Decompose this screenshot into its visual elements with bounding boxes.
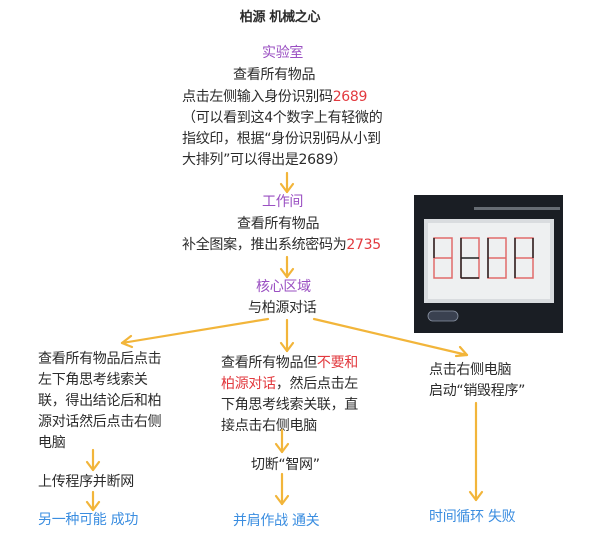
left-branch-line-1: 查看所有物品后点击: [38, 351, 162, 367]
lab-note-2: 指纹印，根据“身份识别码从小到: [182, 131, 381, 147]
seven-segment-puzzle-picture: [414, 195, 563, 333]
arrow-lab-to-workshop: [279, 171, 295, 194]
middle-branch-line-4: 接点击右侧电脑: [221, 418, 317, 434]
arrow-workshop-to-core: [279, 255, 295, 279]
arrow-right-to-result: [468, 401, 484, 502]
middle-line-2-text: ，然后点击左: [275, 376, 359, 392]
middle-line-1-text: 查看所有物品但: [221, 355, 317, 371]
lab-line-1: 查看所有物品: [233, 67, 316, 83]
right-branch-line-1: 点击右侧电脑: [429, 362, 512, 378]
diagram-title: 柏源 机械之心: [239, 10, 321, 25]
arrow-middle-step-to-result: [274, 472, 290, 506]
middle-branch-result: 并肩作战 通关: [233, 513, 320, 529]
workshop-line-2: 补全图案，推出系统密码为2735: [182, 235, 381, 256]
left-branch-result: 另一种可能 成功: [38, 512, 139, 528]
middle-line-1-red: 不要和: [316, 355, 359, 371]
workshop-heading: 工作间: [262, 194, 304, 210]
middle-branch-line-2: 柏源对话，然后点击左: [221, 374, 358, 395]
right-branch-result: 时间循环 失败: [429, 509, 516, 525]
arrow-core-to-left: [120, 317, 270, 349]
lab-note-3: 大排列”可以得出是2689）: [182, 152, 347, 168]
arrow-left-to-step: [85, 448, 101, 472]
middle-branch-line-3: 下角思考线索关联，直: [221, 397, 358, 413]
workshop-code: 2735: [346, 237, 381, 253]
left-branch-line-4: 源对话然后点击右侧: [38, 414, 162, 430]
core-line-1: 与柏源对话: [248, 300, 317, 316]
middle-line-2-red: 柏源对话: [221, 376, 276, 392]
arrow-core-to-middle: [279, 318, 295, 353]
lab-heading: 实验室: [262, 45, 304, 61]
middle-branch-line-1: 查看所有物品但不要和: [221, 353, 358, 374]
arrow-left-step-to-result: [85, 490, 101, 512]
right-branch-line-2: 启动“销毁程序”: [429, 383, 526, 399]
lab-line-2-text: 点击左侧输入身份识别码: [182, 89, 333, 105]
left-branch-line-3: 联，得出结论后和柏: [38, 393, 162, 409]
game-screenshot-image: [414, 195, 563, 333]
arrow-core-to-right: [312, 317, 469, 358]
lab-code: 2689: [332, 89, 368, 105]
lab-note-1: （可以看到这4个数字上有轻微的: [182, 110, 383, 126]
left-branch-step: 上传程序并断网: [38, 474, 134, 490]
arrow-middle-to-step: [274, 428, 290, 454]
lab-line-2: 点击左侧输入身份识别码2689: [182, 87, 367, 108]
workshop-line-1: 查看所有物品: [237, 216, 320, 232]
workshop-line-2-text: 补全图案，推出系统密码为: [182, 237, 347, 253]
left-branch-line-5: 电脑: [38, 435, 66, 451]
core-heading: 核心区域: [256, 279, 311, 295]
middle-branch-step: 切断“智网”: [251, 457, 320, 473]
left-branch-line-2: 左下角思考线索关: [38, 372, 148, 388]
